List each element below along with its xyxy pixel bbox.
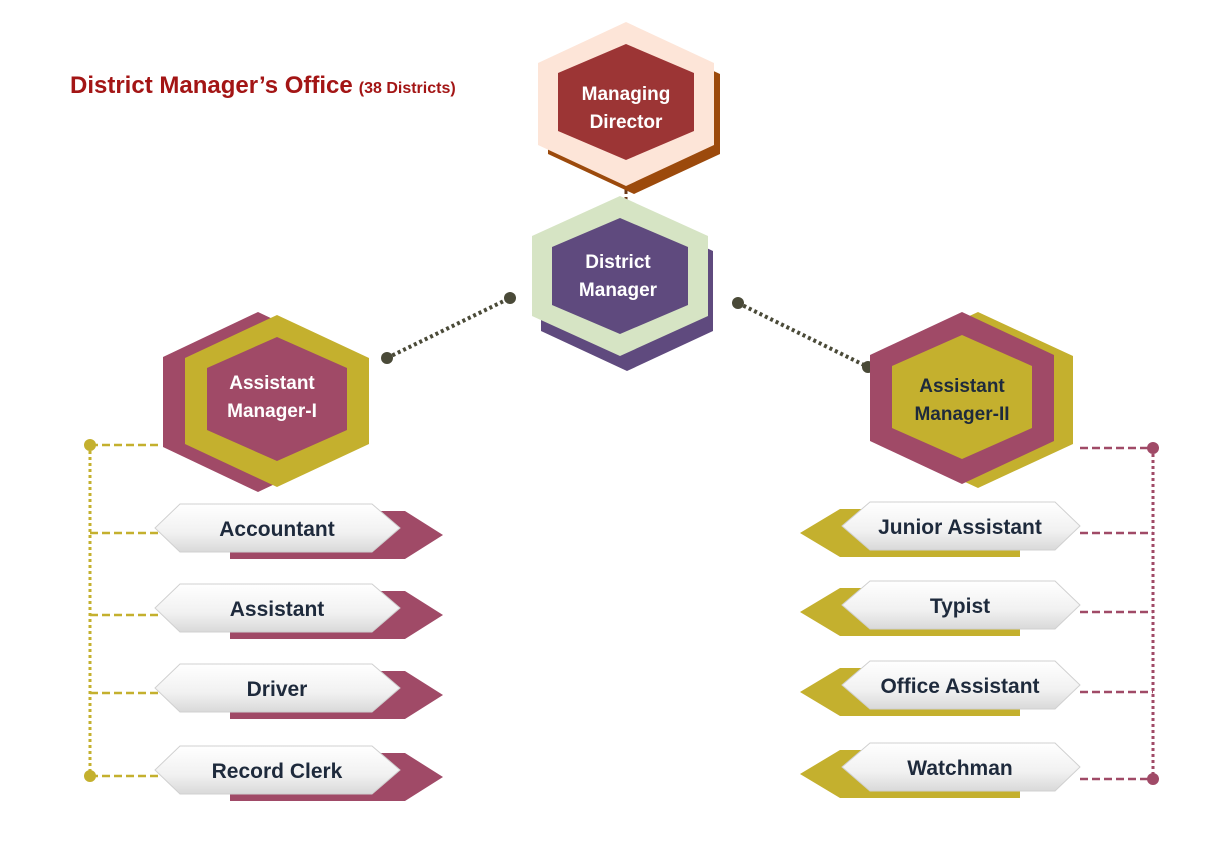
staff-label: Accountant (219, 518, 335, 541)
connector-dot (732, 297, 744, 309)
staff-label: Junior Assistant (878, 516, 1042, 539)
dm-am1-connector (386, 296, 511, 360)
label-shape (154, 503, 401, 553)
staff-item: Assistant (154, 583, 443, 639)
label-shape (841, 742, 1081, 792)
district-manager-line2: Manager (579, 280, 658, 301)
label-shape (154, 663, 401, 713)
staff-item: Accountant (154, 503, 443, 559)
label-shape (154, 583, 401, 633)
page-title: District Manager’s Office (38 Districts) (70, 72, 456, 100)
label-shape (841, 501, 1081, 551)
staff-label: Assistant (230, 598, 325, 621)
label-shape (841, 580, 1081, 630)
managing-director-line2: Director (590, 112, 663, 133)
staff-item: Typist (800, 580, 1081, 636)
assistant-manager-2-line2: Manager-II (914, 404, 1009, 425)
label-shape (841, 660, 1081, 710)
title-subtitle: (38 Districts) (358, 80, 456, 97)
staff-item: Junior Assistant (800, 501, 1081, 557)
staff-label: Typist (930, 595, 990, 618)
connector-dot (381, 352, 393, 364)
assistant-manager-1-line1: Assistant (229, 373, 315, 394)
label-shape (154, 745, 401, 795)
managing-director-line1: Managing (582, 84, 671, 105)
dm-am2-connector (737, 301, 869, 369)
staff-label: Driver (247, 678, 308, 701)
district-manager-line1: District (585, 252, 651, 273)
connector-dot (504, 292, 516, 304)
staff-item: Office Assistant (800, 660, 1081, 716)
staff-label: Watchman (907, 757, 1012, 780)
managing-director-inner (558, 44, 694, 160)
district-manager-inner (552, 218, 688, 334)
assistant-manager-2-line1: Assistant (919, 376, 1005, 397)
assistant-manager-1-inner (207, 337, 347, 461)
title-main: District Manager’s Office (70, 72, 353, 99)
staff-item: Driver (154, 663, 443, 719)
staff-item: Record Clerk (154, 745, 443, 801)
staff-label: Office Assistant (880, 675, 1039, 698)
staff-label: Record Clerk (212, 760, 343, 783)
assistant-manager-1-line2: Manager-I (227, 401, 317, 422)
staff-item: Watchman (800, 742, 1081, 798)
assistant-manager-2-inner (892, 335, 1032, 459)
